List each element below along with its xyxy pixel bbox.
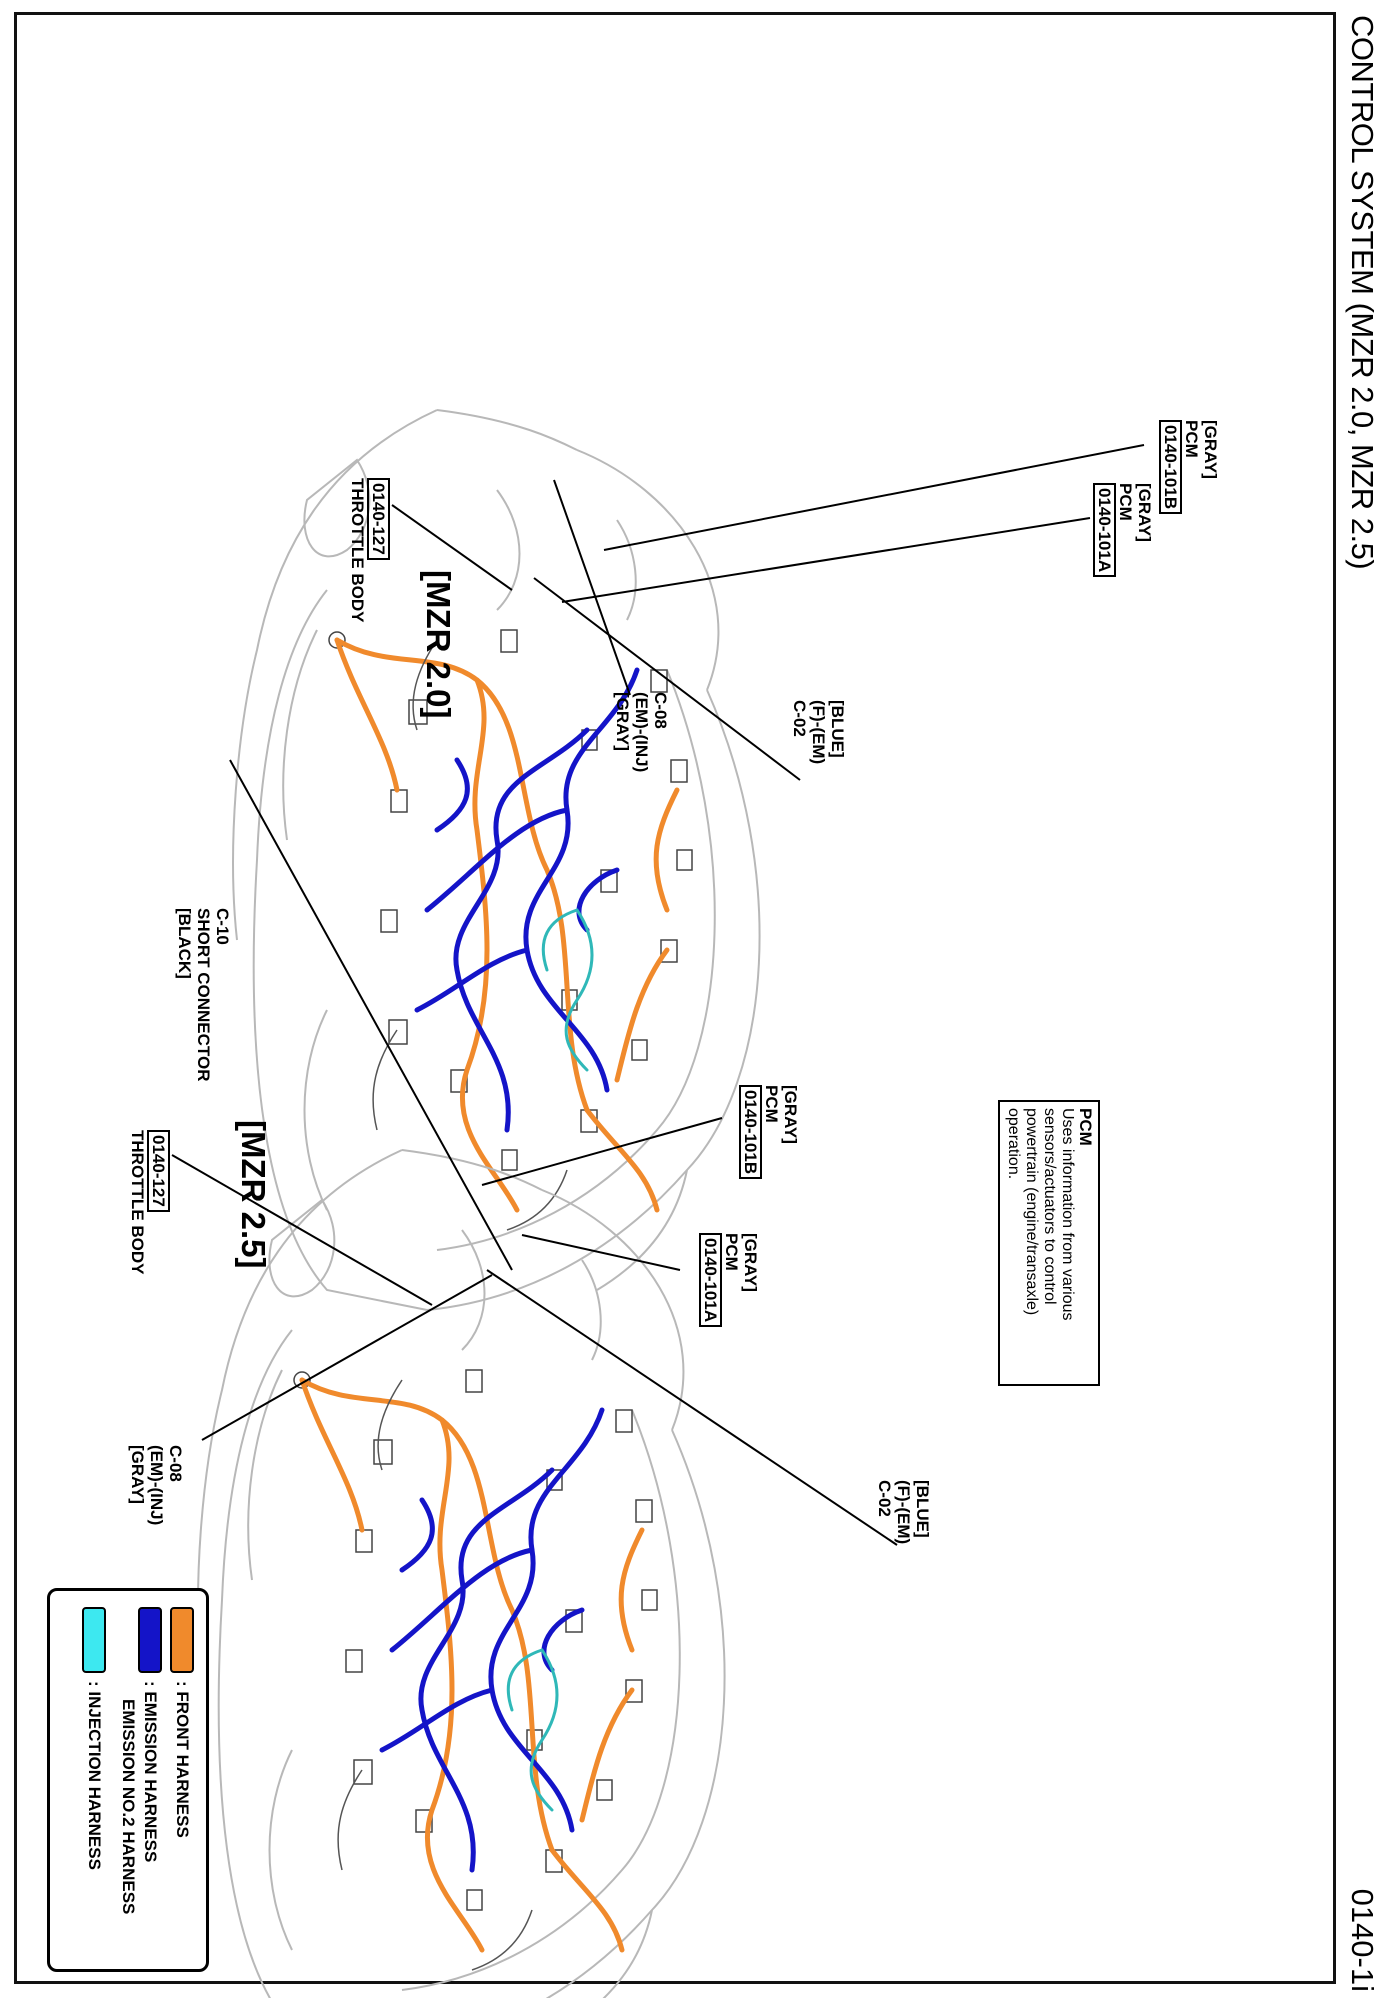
- legend-emission2-label: EMISSION NO.2 HARNESS: [119, 1699, 138, 1915]
- pcm-info-text: Uses information from various sensors/ac…: [1005, 1108, 1076, 1321]
- mzr20-pcm-a-label: [GRAY] PCM 0140-101A: [1093, 483, 1154, 578]
- pcm-info-heading: PCM: [1076, 1108, 1095, 1146]
- mzr25-throttle-code: 0140-127: [147, 1130, 170, 1212]
- mzr25-leader-c10: [229, 759, 513, 1271]
- mzr20-heading: [MZR 2.0]: [420, 570, 457, 719]
- mzr20-engine-illustration: [233, 410, 759, 1310]
- mzr20-throttle-code: 0140-127: [367, 478, 390, 560]
- mzr20-leader-c02: [533, 577, 801, 781]
- mzr20-leader-pcm-a: [561, 517, 1091, 603]
- pcm-info-box: PCM Uses information from various sensor…: [998, 1100, 1100, 1386]
- mzr25-heading: [MZR 2.5]: [235, 1120, 272, 1269]
- mzr20-c02-label: [BLUE] (F)-(EM) C-02: [790, 700, 847, 765]
- mzr20-leader-pcm-b: [603, 444, 1145, 551]
- legend-swatch-injection: [82, 1607, 106, 1673]
- mzr25-throttle-label: 0140-127 THROTTLE BODY: [128, 1130, 170, 1275]
- mzr25-leader-c02: [486, 1269, 898, 1546]
- legend-emission-label: : EMISSION HARNESS: [141, 1681, 160, 1863]
- mzr25-engine-illustration: [198, 1150, 724, 1998]
- mzr25-c08-label: C-08 (EM)-(INJ) [GRAY]: [128, 1445, 185, 1526]
- mzr25-leader-pcm-a: [521, 1234, 681, 1271]
- mzr25-leader-pcm-b: [481, 1117, 723, 1186]
- mzr25-pcm-a-code: 0140-101A: [699, 1233, 722, 1328]
- legend-swatch-emission: [138, 1607, 162, 1673]
- mzr20-pcm-b-label: [GRAY] PCM 0140-101B: [1159, 420, 1220, 515]
- mzr25-pcm-b-code: 0140-101B: [739, 1085, 762, 1180]
- mzr25-pcm-b-label: [GRAY] PCM 0140-101B: [739, 1085, 800, 1180]
- legend-front-label: : FRONT HARNESS: [173, 1681, 192, 1838]
- mzr20-pcm-b-code: 0140-101B: [1159, 420, 1182, 515]
- mzr20-pcm-a-code: 0140-101A: [1093, 483, 1116, 578]
- mzr25-c02-label: [BLUE] (F)-(EM) C-02: [875, 1480, 932, 1545]
- legend-swatch-front: [170, 1607, 194, 1673]
- mzr20-leader-throttle: [391, 504, 513, 591]
- legend-injection-label: : INJECTION HARNESS: [85, 1681, 104, 1870]
- harness-legend: : FRONT HARNESS : EMISSION HARNESS EMISS…: [47, 1588, 209, 1972]
- mzr25-c10-label: C-10 SHORT CONNECTOR [BLACK]: [175, 908, 232, 1082]
- mzr25-leader-c08: [201, 1274, 493, 1441]
- mzr25-leader-throttle: [171, 1154, 433, 1306]
- mzr25-pcm-a-label: [GRAY] PCM 0140-101A: [699, 1233, 760, 1328]
- mzr20-leader-c08: [553, 479, 631, 696]
- mzr20-c08-label: C-08 (EM)-(INJ) [GRAY]: [613, 692, 670, 773]
- mzr20-throttle-label: 0140-127 THROTTLE BODY: [348, 478, 390, 623]
